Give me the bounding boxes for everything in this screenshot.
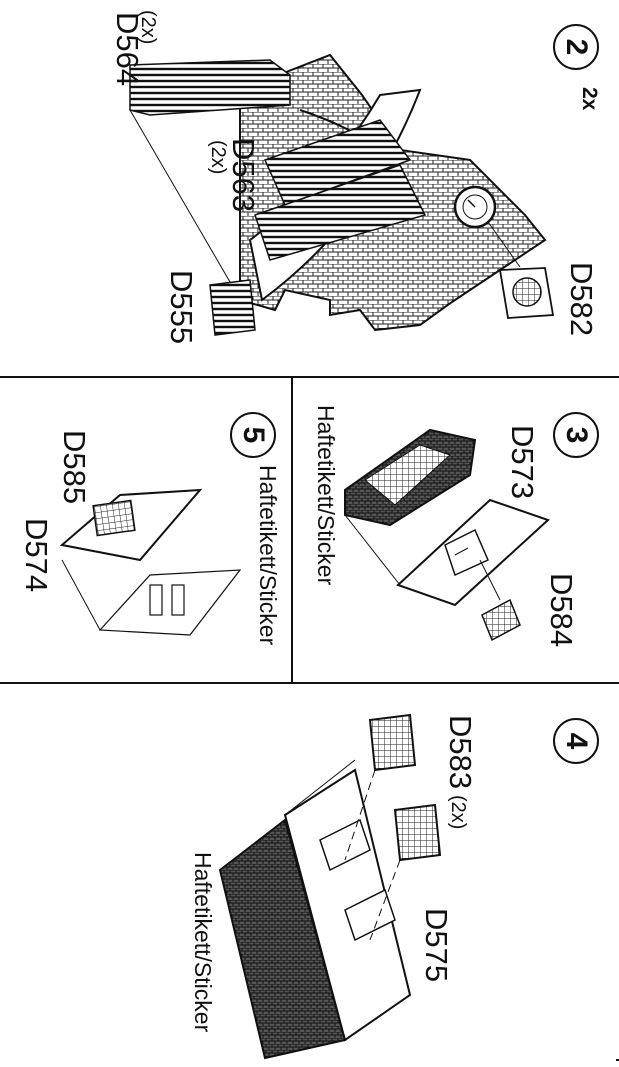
part-label-d573: D573 <box>505 425 540 500</box>
part-label-d575: D575 <box>419 908 454 983</box>
part-label-d564: D564 <box>110 12 145 87</box>
sticker-label: Haftetikett/Sticker <box>313 405 339 586</box>
step-5-wall-panel <box>59 488 242 636</box>
part-label-d583: D583 <box>443 715 478 790</box>
part-label-d574: D574 <box>19 518 54 593</box>
part-label-d555: D555 <box>164 270 199 345</box>
step-number-badge: 4 <box>553 718 599 764</box>
part-label-d584: D584 <box>544 573 579 648</box>
part-label-d563: D563 <box>226 138 261 213</box>
part-note: (2x) <box>447 795 469 830</box>
step-3-roof-window <box>344 428 550 642</box>
part-label-d582: D582 <box>564 262 599 337</box>
step-number-badge: 5 <box>230 412 276 458</box>
step-quantity: 2x <box>578 87 601 111</box>
step-number-badge: 2 <box>553 24 599 70</box>
step-number-badge: 3 <box>553 412 599 458</box>
step-4-long-wall <box>218 713 442 1060</box>
sticker-label: Haftetikett/Sticker <box>255 465 281 646</box>
part-label-d585: D585 <box>57 430 92 505</box>
step-2-gable-wall <box>129 53 555 336</box>
part-note: (2x) <box>207 140 229 175</box>
sticker-label: Haftetikett/Sticker <box>190 852 216 1033</box>
